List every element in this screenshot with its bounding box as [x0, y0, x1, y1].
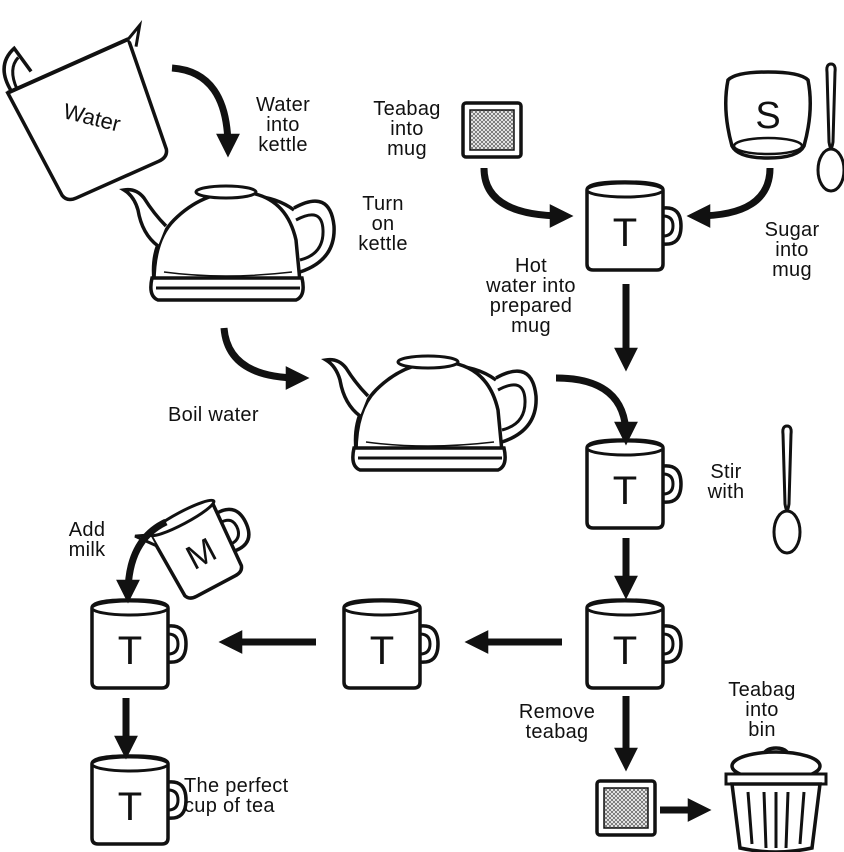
teabag-icon — [463, 103, 521, 157]
milk-jug-icon: M — [135, 487, 265, 608]
label-teabag-into-bin: Teabag into bin — [712, 680, 812, 740]
label-hot-water: Hot water into prepared mug — [466, 256, 596, 336]
sugar-pot-icon: S — [726, 72, 811, 158]
mug-letter: T — [370, 629, 394, 673]
teabag-icon — [597, 781, 655, 835]
label-water-into-kettle: Water into kettle — [238, 95, 328, 155]
spoon-icon — [818, 64, 844, 191]
mug-letter: T — [613, 629, 637, 673]
label-perfect-cup: The perfect cup of tea — [184, 776, 334, 816]
label-sugar-into-mug: Sugar into mug — [752, 220, 832, 280]
water-jug-icon: Water — [0, 0, 193, 206]
label-stir-with: Stir with — [686, 462, 766, 502]
label-remove-teabag: Remove teabag — [502, 702, 612, 742]
bin-icon — [726, 748, 826, 852]
sugar-letter: S — [755, 95, 780, 137]
mug-letter: T — [613, 469, 637, 513]
label-add-milk: Add milk — [52, 520, 122, 560]
mug-icon: T — [587, 182, 681, 270]
label-boil-water: Boil water — [168, 405, 308, 425]
mug-letter: T — [118, 785, 142, 829]
mug-icon: T — [587, 440, 681, 528]
label-teabag-into-mug: Teabag into mug — [362, 99, 452, 159]
spoon-icon — [774, 426, 800, 553]
mug-letter: T — [118, 629, 142, 673]
kettle-icon — [124, 186, 334, 300]
mug-icon: T — [344, 600, 438, 688]
mug-icon: T — [92, 756, 186, 844]
kettle-icon — [326, 356, 536, 470]
mug-letter: T — [613, 211, 637, 255]
mug-icon: T — [587, 600, 681, 688]
mug-icon: T — [92, 600, 186, 688]
label-turn-on-kettle: Turn on kettle — [338, 194, 428, 254]
